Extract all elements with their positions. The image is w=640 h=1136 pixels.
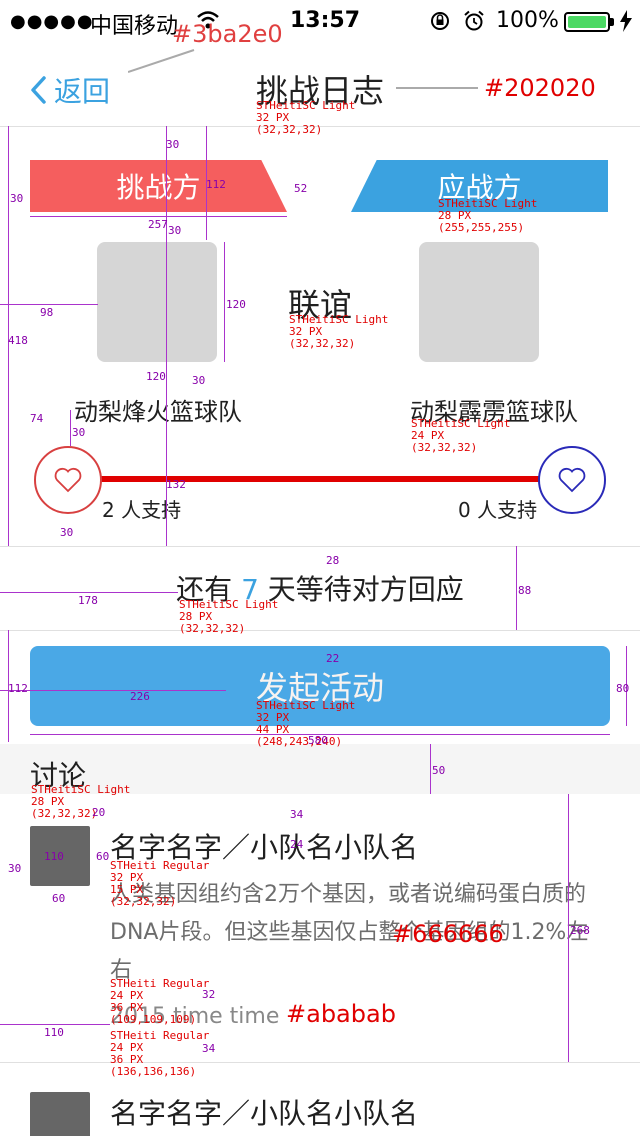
signal-strength-icon: ●●●●● <box>10 11 94 32</box>
annotation-spec: STHeitiSC Light 32 PX (32,32,32) <box>256 99 356 136</box>
carrier-name: 中国移动 <box>90 14 179 39</box>
challenger-banner: 挑战方 <box>30 160 287 212</box>
annotation-spec: STHeitiSC Light 28 PX (32,32,32) <box>179 598 279 635</box>
annotation-dimension: 24 <box>290 838 304 851</box>
nav-divider <box>0 126 640 127</box>
chevron-left-icon <box>31 76 46 104</box>
annotation-dimension: 418 <box>8 334 28 347</box>
challenger-team-avatar[interactable] <box>97 242 217 362</box>
annotation-spec: STHeiti Regular 32 PX 15 PX (32,32,32) <box>110 859 210 908</box>
annotation-dimension: 30 <box>192 374 206 387</box>
challenger-like-button[interactable] <box>34 446 102 514</box>
launch-activity-button[interactable]: 发起活动 <box>30 646 610 726</box>
match-type: 联谊 <box>288 286 353 324</box>
rotation-lock-icon <box>431 12 449 30</box>
post-time: 2015 time time <box>110 1004 280 1029</box>
annotation-dimension: 80 <box>616 682 630 695</box>
annotation-arrow-icon <box>396 87 478 89</box>
annotation-dimension: 34 <box>290 808 304 821</box>
defender-team-avatar[interactable] <box>419 242 539 362</box>
annotation-dimension: 32 <box>202 988 216 1001</box>
annotation-dimension: 22 <box>326 652 340 665</box>
discussion-title: 讨论 <box>30 759 87 792</box>
annotation-dimension: 60 <box>52 892 66 905</box>
annotation-dimension: 112 <box>8 682 28 695</box>
annotation-dimension: 226 <box>130 690 150 703</box>
challenger-support-count: 2 人支持 <box>102 498 182 522</box>
back-label: 返回 <box>54 75 111 108</box>
annotation-dimension: 112 <box>206 178 226 191</box>
heart-icon <box>54 467 82 493</box>
alarm-icon <box>464 10 484 31</box>
annotation-dimension: 52 <box>294 182 308 195</box>
battery-icon <box>564 12 610 32</box>
wait-message: 还有 7 天等待对方回应 <box>176 573 464 606</box>
annotation-dimension: 50 <box>432 764 446 777</box>
annotation-hex-body: #666666 <box>392 920 504 948</box>
annotation-spec: STHeiti Regular 24 PX 36 PX (136,136,136… <box>110 1029 210 1078</box>
section-divider <box>0 546 640 547</box>
annotation-hex-accent: #3ba2e0 <box>172 20 283 48</box>
annotation-spec: STHeitiSC Light 32 PX (32,32,32) <box>289 313 389 350</box>
annotation-dimension: 74 <box>30 412 44 425</box>
annotation-dimension: 110 <box>44 850 64 863</box>
annotation-spec: STHeitiSC Light 28 PX (32,32,32) <box>31 783 131 820</box>
clock: 13:57 <box>290 8 361 33</box>
annotation-hex-title: #202020 <box>484 74 596 102</box>
annotation-spec: STHeiti Regular 24 PX 36 PX (109,109,109… <box>110 977 210 1026</box>
heart-icon <box>558 467 586 493</box>
post-author-name[interactable]: 名字名字／小队名小队名 <box>110 831 419 864</box>
charging-icon <box>620 10 632 32</box>
discussion-header <box>0 744 640 794</box>
annotation-dimension: 30 <box>10 192 24 205</box>
annotation-dimension: 60 <box>96 850 110 863</box>
defender-like-button[interactable] <box>538 446 606 514</box>
annotation-dimension: 98 <box>40 306 54 319</box>
annotation-spec: STHeitiSC Light 28 PX (255,255,255) <box>438 197 538 234</box>
post-divider <box>0 1062 640 1063</box>
annotation-dimension: 30 <box>168 224 182 237</box>
annotation-dimension: 30 <box>72 426 86 439</box>
battery-percentage: 100% <box>496 8 559 33</box>
wifi-icon <box>197 11 219 29</box>
annotation-dimension: 178 <box>78 594 98 607</box>
page-title: 挑战日志 <box>256 72 385 110</box>
annotation-dimension: 30 <box>8 862 22 875</box>
annotation-dimension: 30 <box>60 526 74 539</box>
support-progress-bar <box>98 476 542 482</box>
annotation-dimension: 34 <box>202 1042 216 1055</box>
wait-days: 7 <box>241 573 259 606</box>
annotation-dimension: 110 <box>44 1026 64 1039</box>
defender-team-name[interactable]: 动梨霹雳篮球队 <box>410 398 578 426</box>
post-author-name[interactable]: 名字名字／小队名小队名 <box>110 1097 419 1130</box>
annotation-dimension: 257 <box>148 218 168 231</box>
annotation-dimension: 28 <box>326 554 340 567</box>
annotation-dimension: 30 <box>166 138 180 151</box>
defender-label: 应战方 <box>437 171 522 204</box>
post-avatar[interactable] <box>30 1092 90 1136</box>
challenger-team-name[interactable]: 动梨烽火篮球队 <box>74 398 242 426</box>
status-bar: ●●●●● 中国移动 13:57 100% <box>0 0 640 40</box>
annotation-arrow-icon <box>128 49 195 73</box>
annotation-dimension: 268 <box>570 924 590 937</box>
defender-support-count: 0 人支持 <box>458 498 538 522</box>
annotation-spec: STHeitiSC Light 32 PX 44 PX (248,243,240… <box>256 699 356 748</box>
annotation-dimension: 120 <box>226 298 246 311</box>
back-button[interactable]: 返回 <box>30 70 110 110</box>
challenger-label: 挑战方 <box>116 171 201 204</box>
annotation-dimension: 132 <box>166 478 186 491</box>
section-divider <box>0 630 640 631</box>
post-avatar[interactable] <box>30 826 90 886</box>
annotation-spec: STHeitiSC Light 24 PX (32,32,32) <box>411 417 511 454</box>
annotation-dimension: 20 <box>92 806 106 819</box>
annotation-dimension: 580 <box>308 734 328 747</box>
annotation-dimension: 120 <box>146 370 166 383</box>
annotation-dimension: 88 <box>518 584 532 597</box>
defender-banner: 应战方 <box>351 160 608 212</box>
annotation-hex-time: #ababab <box>286 1000 396 1028</box>
post-body: 人类基因组约含2万个基因，或者说编码蛋白质的DNA片段。但这些基因仅占整个基因组… <box>110 882 589 983</box>
